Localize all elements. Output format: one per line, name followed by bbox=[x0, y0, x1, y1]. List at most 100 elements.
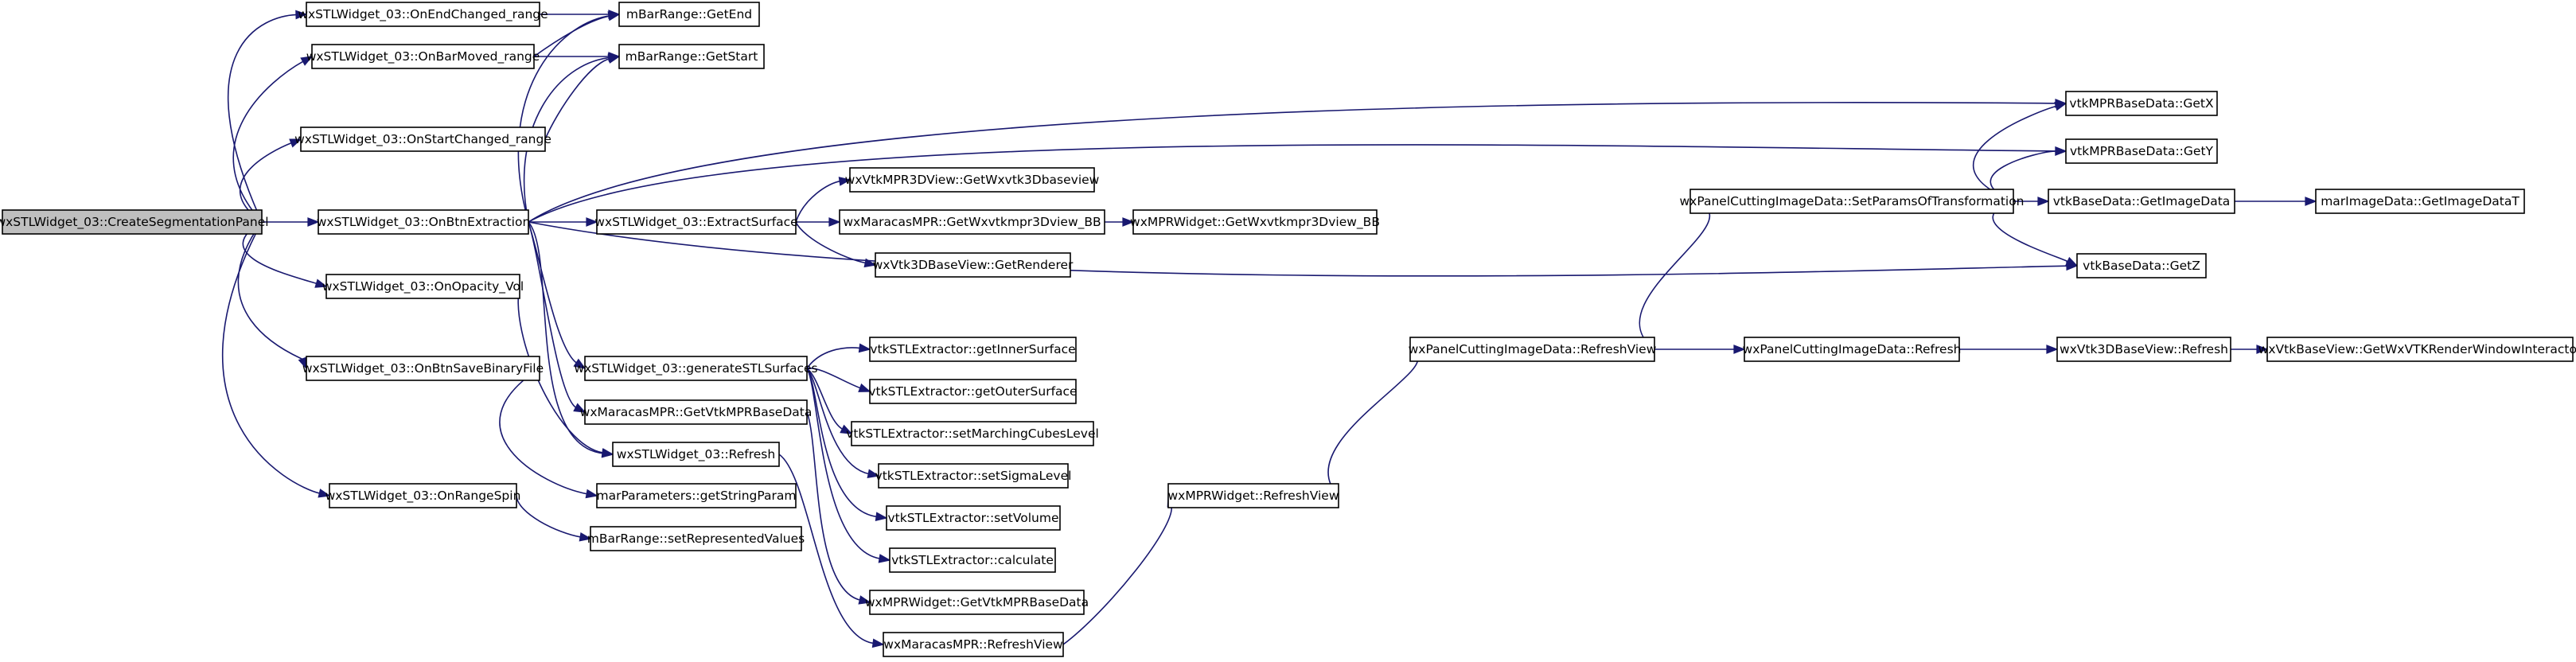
node-box[interactable] bbox=[596, 209, 797, 235]
arrowhead-n_getvtkmprbasedata_mprwidget bbox=[858, 595, 871, 605]
node-box[interactable] bbox=[878, 463, 1069, 489]
node-n-getvtkmprbasedata-maracas[interactable]: wxMaracasMPR::GetVtkMPRBaseData bbox=[580, 399, 813, 425]
node-box[interactable] bbox=[869, 379, 1077, 404]
node-n-onopacity[interactable]: wxSTLWidget_03::OnOpacity_Vol bbox=[322, 274, 524, 299]
node-n-calculate[interactable]: vtkSTLExtractor::calculate bbox=[889, 547, 1056, 573]
node-n-getvtkmprbasedata-mprwidget[interactable]: wxMPRWidget::GetVtkMPRBaseData bbox=[865, 590, 1089, 615]
node-n-getz[interactable]: vtkBaseData::GetZ bbox=[2076, 253, 2207, 278]
node-n-refreshview-mprwidget[interactable]: wxMPRWidget::RefreshView bbox=[1167, 483, 1339, 508]
arrowhead-n_generatestl bbox=[573, 358, 587, 369]
node-n-getwxvtkmpr3dview-mprwidget[interactable]: wxMPRWidget::GetWxvtkmpr3Dview_BB bbox=[1130, 209, 1380, 235]
arrowhead-n_getrenderwindowinteractor bbox=[2256, 345, 2269, 354]
node-box[interactable] bbox=[306, 2, 540, 27]
node-n-onbtnextraction[interactable]: wxSTLWidget_03::OnBtnExtraction bbox=[317, 209, 531, 235]
node-box[interactable] bbox=[596, 483, 797, 508]
node-box[interactable] bbox=[1409, 337, 1655, 362]
node-label: wxMaracasMPR::GetVtkMPRBaseData bbox=[580, 405, 813, 419]
node-box[interactable] bbox=[318, 209, 529, 235]
node-box[interactable] bbox=[883, 632, 1064, 657]
node-n-getstringparam[interactable]: marParameters::getStringParam bbox=[596, 483, 797, 508]
node-box[interactable] bbox=[2056, 337, 2231, 362]
node-root[interactable]: wxSTLWidget_03::CreateSegmentationPanel bbox=[0, 209, 269, 235]
node-n-setrepresented[interactable]: mBarRange::setRepresentedValues bbox=[587, 526, 805, 551]
node-box[interactable] bbox=[1744, 337, 1960, 362]
node-box[interactable] bbox=[849, 167, 1095, 193]
node-box[interactable] bbox=[584, 356, 808, 381]
node-box[interactable] bbox=[584, 399, 808, 425]
node-box[interactable] bbox=[590, 526, 802, 551]
node-n-refreshview-maracas[interactable]: wxMaracasMPR::RefreshView bbox=[883, 632, 1064, 657]
node-box[interactable] bbox=[2076, 253, 2207, 278]
arrowhead-n_gety bbox=[2055, 146, 2067, 156]
node-n-getrenderwindowinteractor[interactable]: wxVtkBaseView::GetWxVTKRenderWindowInter… bbox=[2258, 337, 2576, 362]
node-n-setmarching[interactable]: vtkSTLExtractor::setMarchingCubesLevel bbox=[846, 421, 1099, 446]
arrowhead-n_onbtnextraction bbox=[307, 217, 320, 227]
node-box[interactable] bbox=[306, 356, 540, 381]
edge-n_onstartchanged-to-n_getstart bbox=[544, 57, 610, 140]
node-box[interactable] bbox=[839, 209, 1105, 235]
node-n-getimagedatat[interactable]: marImageData::GetImageDataT bbox=[2315, 189, 2525, 214]
node-n-refresh-vtk3d[interactable]: wxVtk3DBaseView::Refresh bbox=[2056, 337, 2231, 362]
node-box[interactable] bbox=[2266, 337, 2574, 362]
node-box[interactable] bbox=[2065, 91, 2218, 116]
node-n-getwxvtk3dbaseview[interactable]: wxVtkMPR3DView::GetWxvtk3Dbaseview bbox=[845, 167, 1100, 193]
node-n-refresh-panel[interactable]: wxPanelCuttingImageData::Refresh bbox=[1743, 337, 1962, 362]
node-box[interactable] bbox=[1132, 209, 1378, 235]
node-n-extractsurface[interactable]: wxSTLWidget_03::ExtractSurface bbox=[594, 209, 798, 235]
node-box[interactable] bbox=[2, 209, 263, 235]
node-n-getinnersurface[interactable]: vtkSTLExtractor::getInnerSurface bbox=[869, 337, 1077, 362]
edge-n_generatestl-to-n_setsigma bbox=[806, 368, 870, 475]
node-n-onrangespin[interactable]: wxSTLWidget_03::OnRangeSpin bbox=[325, 483, 521, 508]
node-n-onbtnsave[interactable]: wxSTLWidget_03::OnBtnSaveBinaryFile bbox=[302, 356, 544, 381]
node-box[interactable] bbox=[325, 274, 520, 299]
node-box[interactable] bbox=[889, 547, 1056, 573]
node-box[interactable] bbox=[2048, 189, 2235, 214]
node-box[interactable] bbox=[869, 337, 1077, 362]
node-box[interactable] bbox=[612, 442, 780, 467]
node-label: wxSTLWidget_03::OnBarMoved_range bbox=[306, 49, 540, 64]
edge-n_generatestl-to-n_getinnersurface bbox=[806, 347, 861, 369]
node-label: vtkMPRBaseData::GetY bbox=[2070, 144, 2214, 158]
node-box[interactable] bbox=[1689, 189, 2014, 214]
node-box[interactable] bbox=[329, 483, 517, 508]
node-label: vtkMPRBaseData::GetX bbox=[2069, 96, 2214, 111]
node-n-onstartchanged[interactable]: wxSTLWidget_03::OnStartChanged_range bbox=[294, 127, 551, 152]
node-label: wxSTLWidget_03::OnBtnExtraction bbox=[317, 215, 531, 230]
edge-n_onbtnextraction-to-n_getstart bbox=[523, 56, 610, 223]
node-box[interactable] bbox=[2065, 138, 2218, 164]
node-n-setsigma[interactable]: vtkSTLExtractor::setSigmaLevel bbox=[875, 463, 1072, 489]
arrowhead-n_getwxvtkmpr3dview_mprwidget bbox=[1122, 217, 1135, 227]
node-label: wxMaracasMPR::GetWxvtkmpr3Dview_BB bbox=[843, 215, 1101, 230]
node-n-getoutersurface[interactable]: vtkSTLExtractor::getOuterSurface bbox=[868, 379, 1078, 404]
node-n-getstart[interactable]: mBarRange::GetStart bbox=[618, 44, 765, 69]
node-box[interactable] bbox=[618, 44, 765, 69]
node-box[interactable] bbox=[875, 252, 1071, 278]
node-n-getx[interactable]: vtkMPRBaseData::GetX bbox=[2065, 91, 2218, 116]
node-label: marImageData::GetImageDataT bbox=[2321, 194, 2519, 208]
node-box[interactable] bbox=[886, 505, 1061, 531]
node-box[interactable] bbox=[851, 421, 1094, 446]
node-n-onendchanged[interactable]: wxSTLWidget_03::OnEndChanged_range bbox=[298, 2, 548, 27]
arrowhead-n_onrangespin bbox=[318, 489, 331, 498]
node-box[interactable] bbox=[1167, 483, 1339, 508]
node-n-refreshview-panel[interactable]: wxPanelCuttingImageData::RefreshView bbox=[1409, 337, 1657, 362]
node-n-getimagedata[interactable]: vtkBaseData::GetImageData bbox=[2048, 189, 2235, 214]
node-box[interactable] bbox=[869, 590, 1085, 615]
node-box[interactable] bbox=[618, 2, 760, 27]
node-n-setvolume[interactable]: vtkSTLExtractor::setVolume bbox=[886, 505, 1061, 531]
node-n-refresh-stl[interactable]: wxSTLWidget_03::Refresh bbox=[612, 442, 780, 467]
node-n-setparams[interactable]: wxPanelCuttingImageData::SetParamsOfTran… bbox=[1679, 189, 2025, 214]
node-label: wxMaracasMPR::RefreshView bbox=[883, 637, 1063, 652]
node-n-onbarmoved[interactable]: wxSTLWidget_03::OnBarMoved_range bbox=[306, 44, 540, 69]
node-label: wxSTLWidget_03::OnOpacity_Vol bbox=[322, 279, 524, 294]
node-n-gety[interactable]: vtkMPRBaseData::GetY bbox=[2065, 138, 2218, 164]
node-label: wxSTLWidget_03::OnStartChanged_range bbox=[294, 132, 551, 147]
node-box[interactable] bbox=[2315, 189, 2525, 214]
node-box[interactable] bbox=[300, 127, 546, 152]
edge-n_generatestl-to-n_getoutersurface bbox=[806, 368, 861, 389]
node-n-generatestl[interactable]: wxSTLWidget_03::generateSTLSurfaces bbox=[574, 356, 818, 381]
node-n-getend[interactable]: mBarRange::GetEnd bbox=[618, 2, 760, 27]
node-n-getrenderer[interactable]: wxVtk3DBaseView::GetRenderer bbox=[873, 252, 1074, 278]
node-box[interactable] bbox=[311, 44, 535, 69]
node-n-getwxvtkmpr3dview-maracas[interactable]: wxMaracasMPR::GetWxvtkmpr3Dview_BB bbox=[839, 209, 1105, 235]
